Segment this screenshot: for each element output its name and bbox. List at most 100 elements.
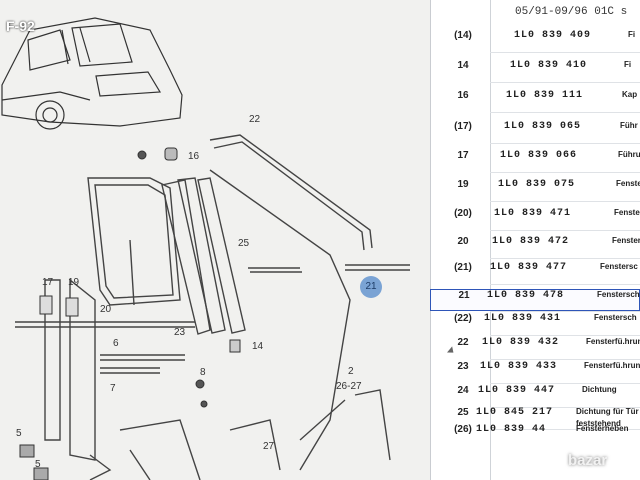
part-number-cell: 1L0 839 410 — [510, 60, 588, 71]
callout-label: 8 — [200, 367, 206, 378]
description-subline: feststehend — [576, 419, 621, 428]
parts-diagram[interactable]: 22 16 25 17 19 20 23 14 6 7 8 5 5 2 26-2… — [0, 0, 440, 480]
row-divider — [490, 82, 640, 83]
callout-label: 16 — [188, 151, 200, 162]
position-cell: (21) — [454, 262, 472, 273]
table-row[interactable]: (22) 1L0 839 431 Fenstersch — [430, 313, 640, 335]
table-row[interactable]: (21) 1L0 839 477 Fenstersc — [430, 262, 640, 284]
table-row[interactable]: 23 1L0 839 433 Fensterfü.hrun — [430, 361, 640, 383]
position-cell: (14) — [454, 30, 472, 41]
description-cell: Fensterheben — [576, 424, 629, 433]
callout-label: 23 — [174, 327, 186, 338]
part-number-cell: 1L0 839 066 — [500, 150, 578, 161]
description-cell: Fensterfü.hrun — [584, 361, 640, 370]
position-cell: 24 — [457, 385, 469, 396]
parts-list-panel[interactable] — [430, 0, 640, 480]
row-divider — [490, 284, 640, 285]
position-cell: 20 — [457, 236, 469, 247]
part-number-cell: 1L0 839 431 — [484, 313, 562, 324]
row-divider — [490, 359, 640, 360]
callout-label: 20 — [100, 304, 112, 315]
callout-label: 19 — [68, 277, 80, 288]
date-range-header: 05/91-09/96 01C s — [515, 6, 627, 18]
callout-label: 5 — [16, 428, 22, 439]
part-number-cell: 1L0 839 471 — [494, 208, 572, 219]
position-cell: 22 — [457, 337, 469, 348]
callout-label: 22 — [249, 114, 261, 125]
callout-label: 5 — [35, 459, 41, 470]
part-number-cell: 1L0 839 478 — [487, 290, 565, 301]
description-cell: Fenster — [614, 208, 640, 217]
watermark-label: F-92 — [6, 18, 35, 34]
table-row[interactable]: 24 1L0 839 447 Dichtung — [430, 385, 640, 407]
part-number-cell: 1L0 839 433 — [480, 361, 558, 372]
position-cell: (26) — [454, 424, 472, 435]
description-cell: Fensterfü.hrun — [586, 337, 640, 346]
position-cell: 19 — [457, 179, 469, 190]
position-cell: 25 — [457, 407, 469, 418]
position-cell: 16 — [457, 90, 469, 101]
part-number-cell: 1L0 839 44 — [476, 424, 547, 435]
description-cell: Fi — [624, 60, 632, 69]
callout-label: 14 — [252, 341, 264, 352]
date-range-text: 05/91-09/96 01C — [515, 6, 615, 18]
watermark-logo: bazar — [568, 452, 608, 469]
description-cell: Dichtung — [582, 385, 617, 394]
callout-label: 6 — [113, 338, 119, 349]
part-number-cell: 1L0 839 409 — [514, 30, 592, 41]
row-divider — [490, 407, 640, 408]
table-row[interactable]: 21 1L0 839 478 Fenstersch — [430, 289, 640, 311]
position-cell: 14 — [457, 60, 469, 71]
table-row[interactable]: 20 1L0 839 472 Fenster — [430, 236, 640, 258]
row-divider — [490, 383, 640, 384]
row-divider — [490, 230, 640, 231]
part-number-cell: 1L0 839 477 — [490, 262, 568, 273]
part-number-cell: 1L0 839 472 — [492, 236, 570, 247]
table-row[interactable]: 16 1L0 839 111 Kap — [430, 90, 640, 112]
row-divider — [490, 311, 640, 312]
position-cell: (22) — [454, 313, 472, 324]
description-cell: Fi — [628, 30, 636, 39]
description-cell: Kap — [622, 90, 638, 99]
description-cell: Führ — [620, 121, 638, 130]
description-cell: Fenster — [616, 179, 640, 188]
row-divider — [490, 201, 640, 202]
part-number-cell: 1L0 845 217 — [476, 407, 554, 418]
callout-label: 7 — [110, 383, 116, 394]
callout-label: 27 — [263, 441, 275, 452]
table-row[interactable]: (20)1L0 839 471Fenster — [430, 208, 640, 230]
table-row[interactable]: (26) 1L0 839 44 Fensterheben — [430, 424, 640, 446]
row-divider — [490, 112, 640, 113]
part-number-cell: 1L0 839 111 — [506, 90, 584, 101]
header-cut-text: s — [620, 6, 628, 18]
row-divider — [490, 172, 640, 173]
callout-label: 2 — [348, 366, 354, 377]
position-cell: 21 — [458, 290, 470, 301]
row-divider — [490, 52, 640, 53]
position-cell: 23 — [457, 361, 469, 372]
description-cell: Führu — [618, 150, 640, 159]
column-divider — [490, 0, 491, 480]
row-divider — [490, 258, 640, 259]
callout-label: 26-27 — [336, 381, 362, 392]
table-row[interactable]: (14) 1L0 839 409 Fi — [430, 30, 640, 52]
hotspot-21-button[interactable]: 21 — [360, 276, 382, 298]
part-number-cell: 1L0 839 065 — [504, 121, 582, 132]
table-row[interactable]: 22 1L0 839 432 Fensterfü.hrun — [430, 337, 640, 359]
description-cell: Fenstersch — [594, 313, 637, 322]
table-row[interactable]: 14 1L0 839 410 Fi — [430, 60, 640, 82]
callout-label: 17 — [42, 277, 54, 288]
description-cell: Fenstersc — [600, 262, 638, 271]
part-number-cell: 1L0 839 432 — [482, 337, 560, 348]
table-row[interactable]: 25 1L0 845 217 Dichtung für Tür feststehend — [430, 407, 640, 429]
description-cell: Fenster — [612, 236, 640, 245]
table-row[interactable]: (17) 1L0 839 065 Führ — [430, 121, 640, 143]
description-cell: Dichtung für Tür — [576, 407, 639, 416]
callout-label: 25 — [238, 238, 250, 249]
description-cell: Fenstersch — [597, 290, 640, 299]
position-cell: (17) — [454, 121, 472, 132]
row-divider — [490, 143, 640, 144]
part-number-cell: 1L0 839 447 — [478, 385, 556, 396]
